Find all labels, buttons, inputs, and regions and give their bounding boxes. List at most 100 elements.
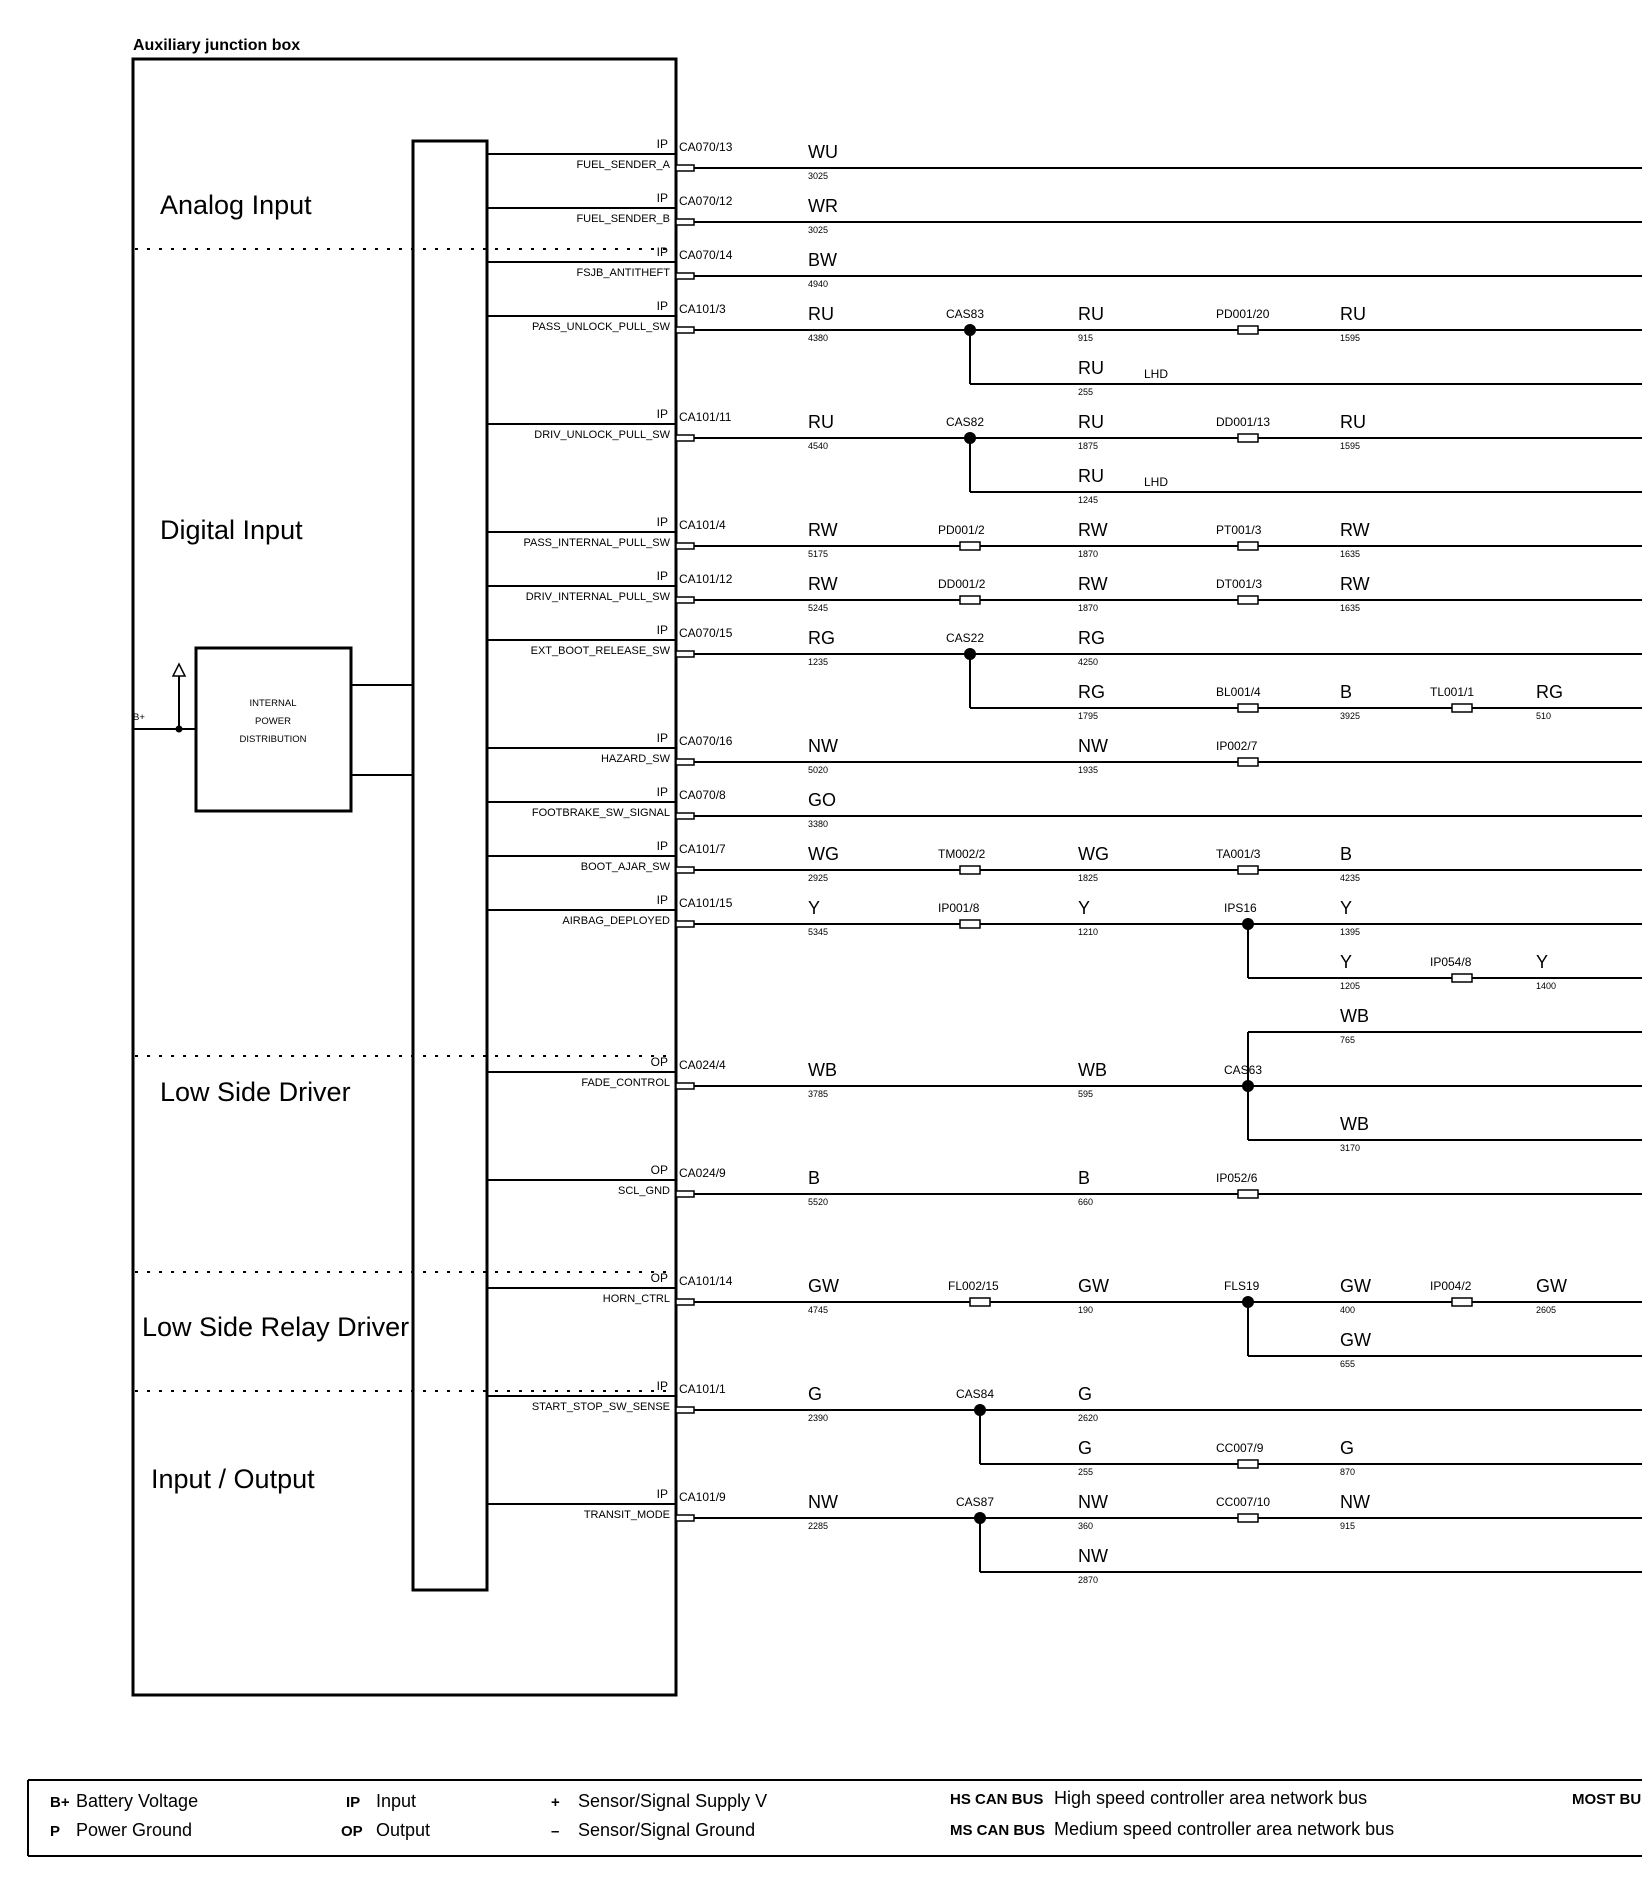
pin-connector-icon [675, 1406, 695, 1414]
wire-length-label: 1595 [1340, 333, 1360, 343]
wire-length-label: 5520 [808, 1197, 828, 1207]
inline-connector-icon [959, 919, 981, 929]
bplus-label: B+ [133, 712, 145, 723]
signal-name-label: HORN_CTRL [603, 1293, 670, 1305]
connector-label: DT001/3 [1216, 577, 1262, 591]
diagram-title: Auxiliary junction box [133, 37, 300, 54]
signal-name-label: SCL_GND [618, 1185, 670, 1197]
section-label-input-output: Input / Output [151, 1464, 315, 1494]
ipd-box [194, 646, 353, 813]
signal-name-label: TRANSIT_MODE [584, 1509, 670, 1521]
pin-label: CA101/3 [679, 302, 726, 316]
pin-label: CA101/4 [679, 518, 726, 532]
signal-name-label: HAZARD_SW [601, 753, 671, 765]
connector-label: IP004/2 [1430, 1279, 1472, 1293]
signal-name-label: FUEL_SENDER_B [576, 213, 670, 225]
connector-label: FL002/15 [948, 1279, 999, 1293]
legend-text: Sensor/Signal Ground [578, 1820, 755, 1840]
wire-length-label: 255 [1078, 387, 1093, 397]
wire-color-label: WG [1078, 844, 1109, 864]
wire-length-label: 2285 [808, 1521, 828, 1531]
inline-connector-icon [969, 1297, 991, 1307]
pin-label: CA101/14 [679, 1274, 733, 1288]
wire-length-label: 4745 [808, 1305, 828, 1315]
inline-connector-icon [1237, 595, 1259, 605]
inline-connector-icon [1237, 865, 1259, 875]
variant-note: LHD [1144, 475, 1168, 489]
wire-color-label: WB [1340, 1006, 1369, 1026]
pin-label: CA101/11 [679, 410, 732, 424]
pin-connector-icon [675, 1514, 695, 1522]
splice-label: CAS87 [956, 1495, 994, 1509]
wire-length-label: 400 [1340, 1305, 1355, 1315]
io-type-label: OP [651, 1055, 668, 1069]
internal-power-distribution: INTERNAL POWER DISTRIBUTION B+ [133, 646, 413, 813]
wire-length-label: 5345 [808, 927, 828, 937]
pin-connector-icon [675, 542, 695, 550]
inline-connector-icon [1451, 703, 1473, 713]
wire-color-label: RU [808, 412, 834, 432]
io-type-label: IP [657, 191, 668, 205]
junction-box-outline [131, 57, 678, 1697]
io-type-label: IP [657, 623, 668, 637]
wire-color-label: G [1078, 1384, 1092, 1404]
wire-color-label: B [1340, 844, 1352, 864]
wire-color-label: GO [808, 790, 836, 810]
legend-text: High speed controller area network bus [1054, 1788, 1367, 1808]
section-label-analog-input: Analog Input [160, 190, 312, 220]
wire-length-label: 655 [1340, 1359, 1355, 1369]
inline-connector-icon [1451, 973, 1473, 983]
wire-length-label: 595 [1078, 1089, 1093, 1099]
pin-connector-icon [675, 434, 695, 442]
wire-length-label: 255 [1078, 1467, 1093, 1477]
pin-label: CA101/1 [679, 1382, 726, 1396]
wire-length-label: 3025 [808, 225, 828, 235]
wire-color-label: RW [1340, 574, 1370, 594]
pin-label: CA070/8 [679, 788, 726, 802]
connector-label: DD001/2 [938, 577, 986, 591]
connector-label: PD001/20 [1216, 307, 1270, 321]
legend-abbr: OP [341, 1823, 363, 1840]
pin-connector-icon [675, 218, 695, 226]
wire-color-label: RU [1078, 304, 1104, 324]
pin-connector-icon [675, 866, 695, 874]
inline-connector-icon [1237, 433, 1259, 443]
legend-abbr: + [551, 1794, 560, 1811]
wire-length-label: 3170 [1340, 1143, 1360, 1153]
legend-text: Battery Voltage [76, 1791, 198, 1811]
wire-color-label: RU [808, 304, 834, 324]
pin-connector-icon [675, 812, 695, 820]
legend-abbr: – [551, 1823, 559, 1840]
signal-name-label: FADE_CONTROL [581, 1077, 670, 1089]
wire-length-label: 5175 [808, 549, 828, 559]
wire-length-label: 360 [1078, 1521, 1093, 1531]
legend-abbr: B+ [50, 1794, 70, 1811]
wire-color-label: B [808, 1168, 820, 1188]
wire-length-label: 1875 [1078, 441, 1098, 451]
wire-color-label: RG [1078, 682, 1105, 702]
inline-connector-icon [1237, 757, 1259, 767]
wire-color-label: WB [1078, 1060, 1107, 1080]
pin-connector-icon [675, 272, 695, 280]
wire-length-label: 1870 [1078, 603, 1098, 613]
wire-color-label: G [808, 1384, 822, 1404]
signal-name-label: START_STOP_SW_SENSE [532, 1401, 670, 1413]
io-type-label: IP [657, 1487, 668, 1501]
wire-color-label: NW [1340, 1492, 1370, 1512]
wire-length-label: 1395 [1340, 927, 1360, 937]
legend-text: Output [376, 1820, 430, 1840]
wire-length-label: 4940 [808, 279, 828, 289]
signal-name-label: BOOT_AJAR_SW [581, 861, 671, 873]
connector-label: TM002/2 [938, 847, 986, 861]
splice-label: CAS63 [1224, 1063, 1262, 1077]
wire-color-label: WB [1340, 1114, 1369, 1134]
signal-name-label: PASS_UNLOCK_PULL_SW [532, 321, 671, 333]
wire-color-label: RW [1078, 574, 1108, 594]
wire-color-label: NW [1078, 1492, 1108, 1512]
wire-length-label: 5245 [808, 603, 828, 613]
wire-length-label: 4380 [808, 333, 828, 343]
pin-label: CA101/12 [679, 572, 733, 586]
wire-color-label: RG [1536, 682, 1563, 702]
